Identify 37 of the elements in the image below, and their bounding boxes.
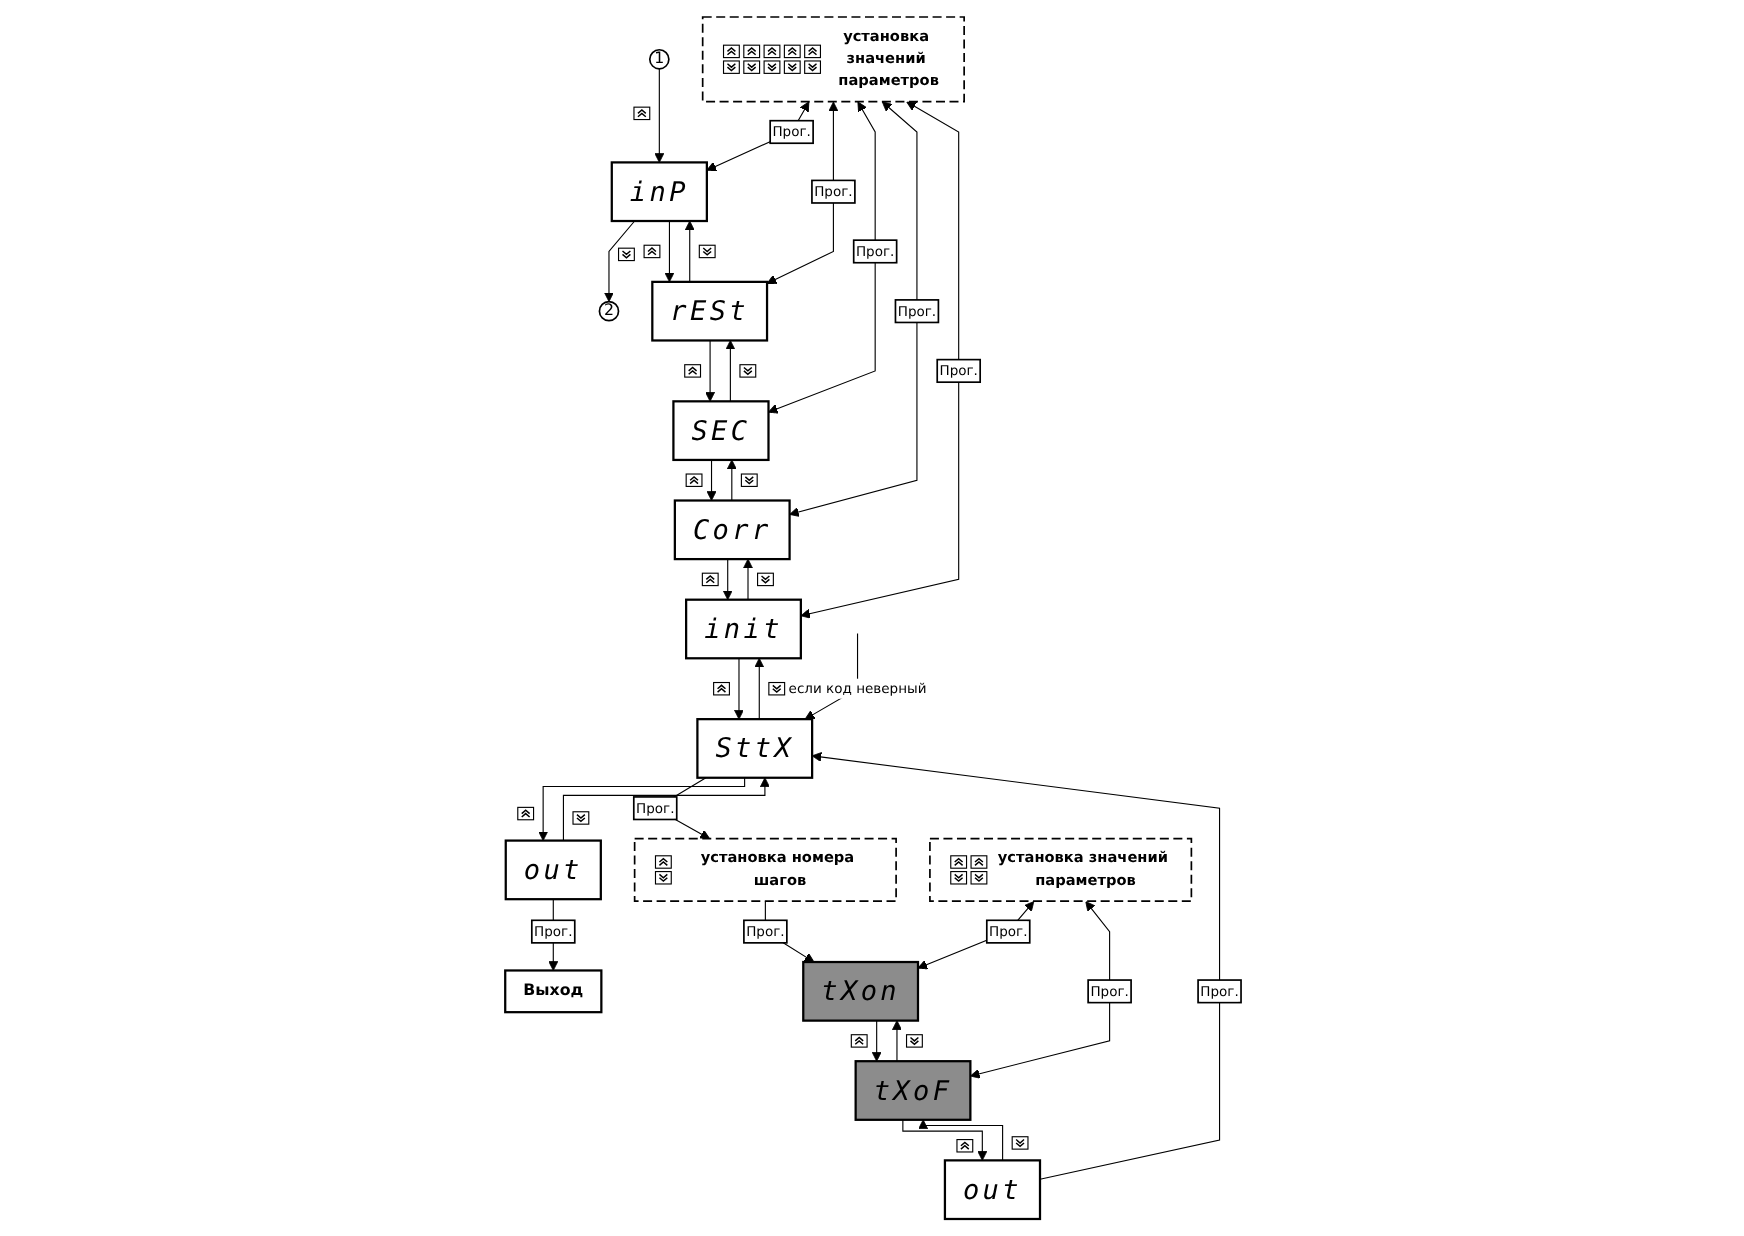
node-box: init xyxy=(685,598,802,660)
arrow xyxy=(917,901,1035,970)
arrow xyxy=(604,220,636,303)
arrow xyxy=(766,101,839,285)
node-box: SttX xyxy=(696,718,814,779)
arrow xyxy=(754,657,765,720)
arrow xyxy=(562,777,770,842)
node-box: out xyxy=(504,839,602,901)
arrow xyxy=(734,657,744,720)
arrow xyxy=(902,1119,988,1161)
arrow xyxy=(871,1020,882,1062)
arrow xyxy=(725,340,736,402)
arrow xyxy=(722,558,733,601)
arrow xyxy=(548,898,559,971)
arrow xyxy=(664,220,675,283)
arrow xyxy=(706,459,717,501)
arrow xyxy=(768,101,876,414)
arrow xyxy=(743,558,753,601)
arrow xyxy=(705,339,716,402)
arrow xyxy=(892,1020,902,1062)
arrow xyxy=(764,900,815,963)
node-box: tXoF xyxy=(854,1060,972,1121)
arrow xyxy=(789,101,918,517)
arrow xyxy=(918,1119,1004,1161)
arrow xyxy=(969,901,1111,1079)
node-box: out xyxy=(943,1159,1042,1221)
node-box: rESt xyxy=(651,280,769,342)
arrow xyxy=(684,220,695,283)
node-box: Corr xyxy=(673,499,791,561)
node-box: tXon xyxy=(802,960,920,1022)
arrow xyxy=(538,777,746,842)
node-box: SEC xyxy=(672,400,770,462)
node-box: inP xyxy=(610,161,708,223)
arrow xyxy=(726,459,737,502)
arrow xyxy=(811,752,1221,1180)
arrow xyxy=(654,68,665,163)
arrow xyxy=(800,101,960,619)
